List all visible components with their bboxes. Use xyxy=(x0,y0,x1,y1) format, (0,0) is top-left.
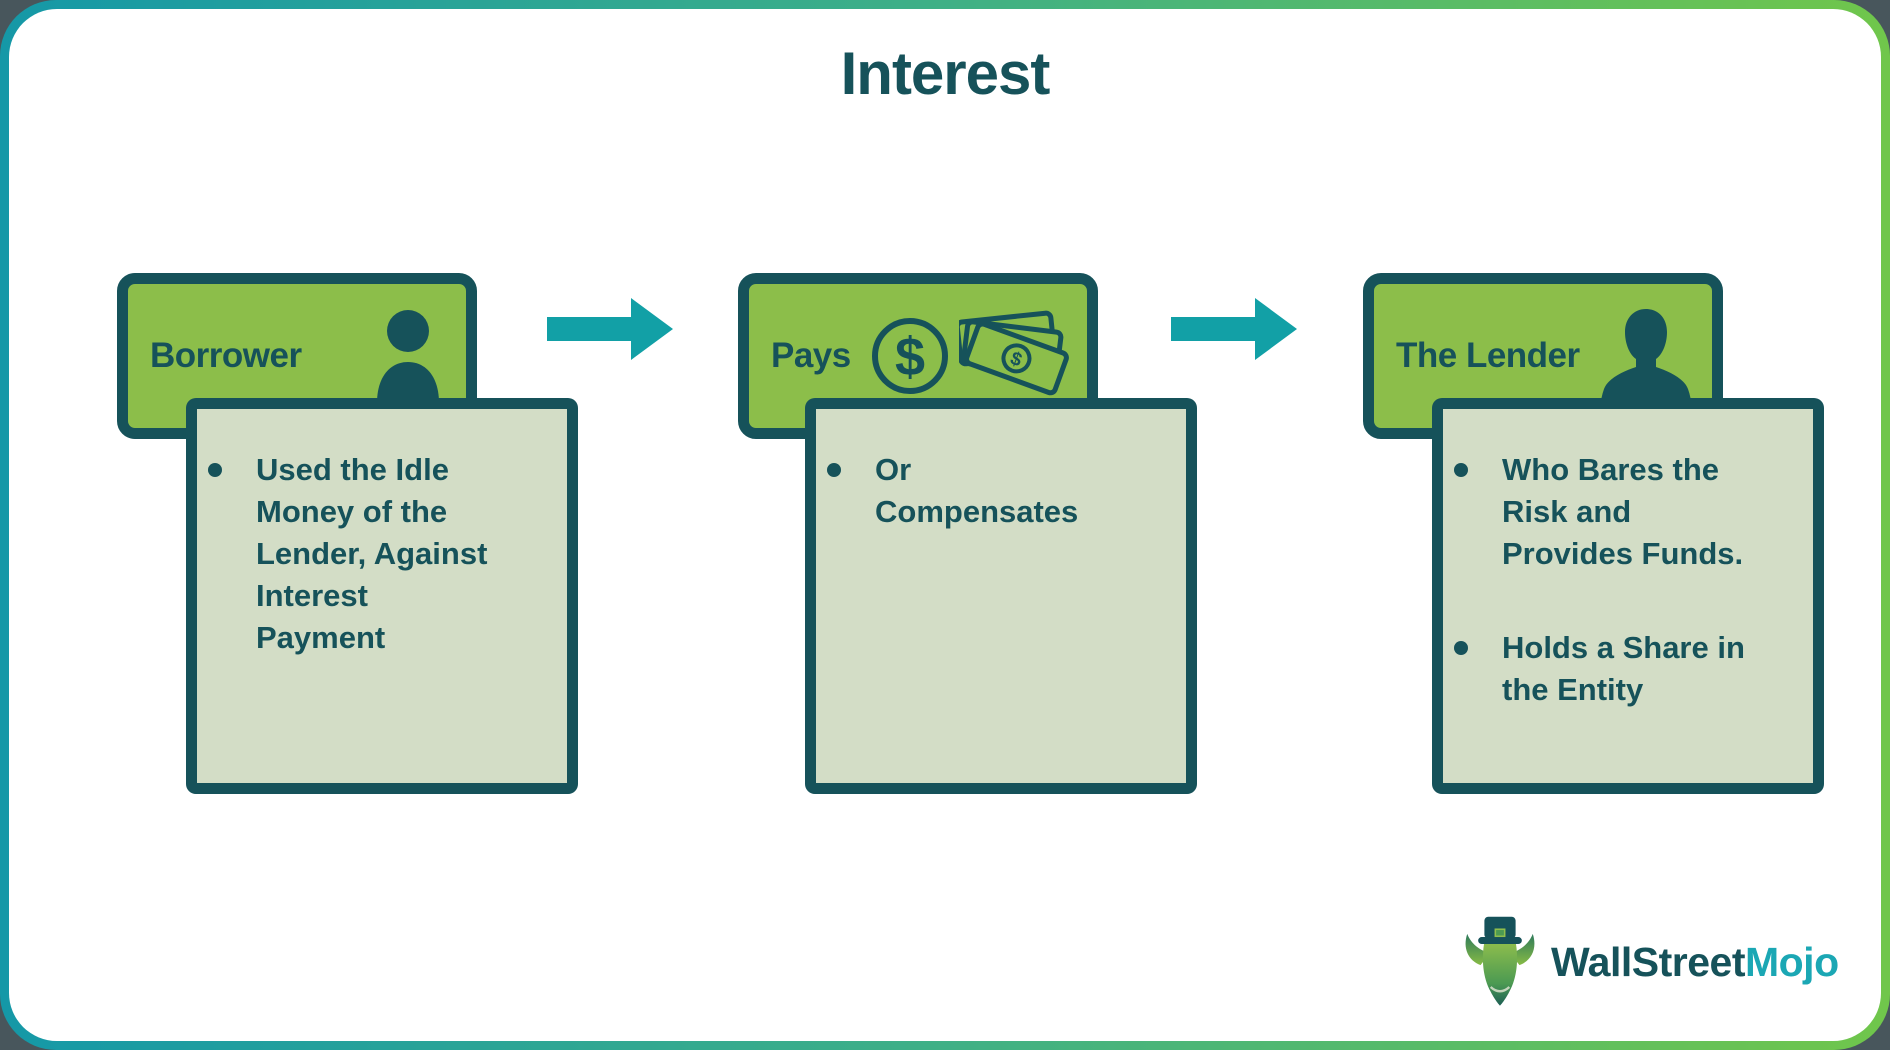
pays-bullet: Or Compensates xyxy=(816,449,1160,533)
brand-wordmark: WallStreetMojo xyxy=(1551,939,1839,986)
flow-arrow-icon xyxy=(1171,298,1297,360)
borrower-bullet: Used the Idle Money of the Lender, Again… xyxy=(197,449,541,659)
logo-mojo-text: Mojo xyxy=(1744,938,1839,985)
pays-bullet-list: Or Compensates xyxy=(816,449,1160,533)
banknotes-icon: $ xyxy=(958,310,1069,396)
lender-bullet-list: Who Bares the Risk and Provides Funds. H… xyxy=(1443,449,1787,711)
lender-detail-box: Who Bares the Risk and Provides Funds. H… xyxy=(1432,398,1824,794)
page-title: Interest xyxy=(840,40,1051,107)
svg-text:$: $ xyxy=(895,327,925,387)
person-icon xyxy=(377,310,439,403)
bull-mascot-icon xyxy=(1465,916,1535,1006)
dollar-circle-icon: $ xyxy=(871,318,948,394)
flow-arrow-icon xyxy=(547,298,673,360)
pays-label: Pays xyxy=(771,336,851,375)
lender-bullet-2: Holds a Share in the Entity xyxy=(1443,627,1787,711)
borrower-bullet-list: Used the Idle Money of the Lender, Again… xyxy=(197,449,541,659)
logo-wallstreet-text: WallStreet xyxy=(1551,938,1745,985)
borrower-detail-box: Used the Idle Money of the Lender, Again… xyxy=(186,398,578,794)
infographic-card: Interest Borrower Used the Idle Money of… xyxy=(9,9,1881,1041)
pays-detail-box: Or Compensates xyxy=(805,398,1197,794)
brand-logo: WallStreetMojo xyxy=(1461,915,1839,1009)
lender-bullet-1: Who Bares the Risk and Provides Funds. xyxy=(1443,449,1787,575)
lender-label: The Lender xyxy=(1396,336,1580,375)
borrower-label: Borrower xyxy=(150,336,302,375)
